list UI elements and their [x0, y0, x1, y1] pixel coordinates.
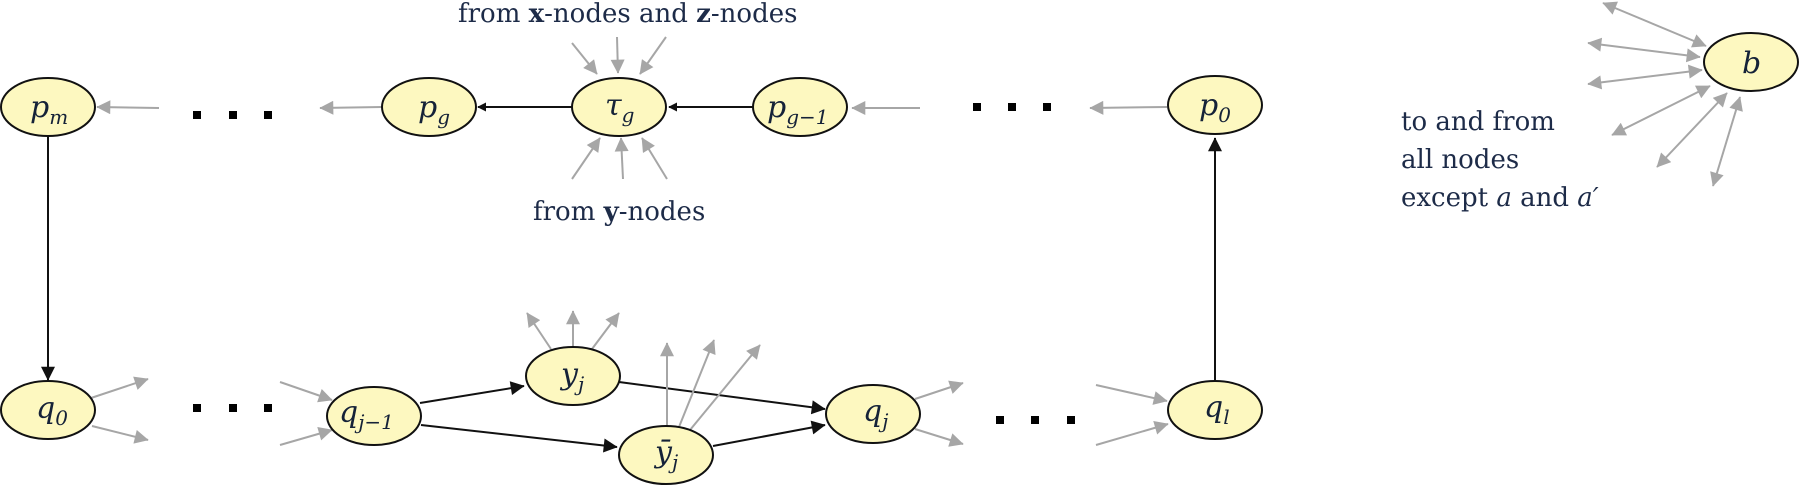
node-tau-g[interactable]: τg	[571, 77, 667, 137]
edge-into-q-j-minus-1-1	[279, 381, 333, 403]
edge-b-bidirectional-2	[1587, 37, 1701, 63]
svg-text:pm: pm	[30, 90, 68, 129]
edge-out-of-p-0	[1089, 100, 1168, 115]
edge-out-of-q-j-2	[914, 428, 964, 447]
edge-out-of-y-bar-j-2	[678, 339, 716, 428]
node-y-bar-j[interactable]: ȳj	[618, 425, 714, 485]
ellipsis-top-right	[973, 103, 1051, 111]
svg-text:qj−1: qj−1	[339, 395, 394, 434]
edge-z-node-to-tau-g-2	[639, 36, 667, 75]
edge-into-q-j-minus-1-2	[279, 426, 333, 446]
node-b[interactable]: b	[1703, 32, 1799, 92]
edge-out-of-y-j-1	[526, 312, 552, 350]
svg-text:ql: ql	[1204, 390, 1230, 429]
node-q-l[interactable]: ql	[1167, 380, 1263, 440]
svg-text:qj: qj	[863, 394, 888, 433]
edge-out-of-p-g	[319, 100, 383, 115]
node-p-g[interactable]: pg	[381, 77, 477, 137]
node-p-0[interactable]: p0	[1167, 75, 1263, 135]
edge-out-of-q-0-2	[91, 425, 149, 444]
node-q-j[interactable]: qj	[825, 384, 921, 444]
b-note-line-2: all nodes	[1401, 145, 1519, 175]
edge-b-bidirectional-1	[1602, 1, 1707, 48]
svg-text:p0: p0	[1199, 88, 1231, 127]
edge-out-of-q-0-1	[90, 376, 149, 399]
auxiliary-edges	[90, 1, 1743, 447]
edge-q-j-minus-1-to-y-bar-j	[420, 424, 618, 453]
edge-y-node-to-tau-g-1	[571, 137, 601, 180]
edge-y-node-to-tau-g-3	[641, 137, 668, 180]
svg-text:τg: τg	[605, 88, 634, 127]
ellipsis-bottom-left	[193, 404, 272, 412]
node-q-j-minus-1[interactable]: qj−1	[326, 386, 422, 446]
node-y-j[interactable]: yj	[525, 346, 621, 406]
svg-text:pg−1: pg−1	[767, 90, 829, 129]
edge-b-bidirectional-3	[1587, 64, 1703, 90]
edge-y-node-to-tau-g-2	[614, 137, 629, 180]
edge-y-j-to-q-j	[618, 381, 826, 415]
ellipsis-bottom-right	[996, 416, 1075, 424]
node-p-g-minus-1[interactable]: pg−1	[752, 77, 848, 137]
edge-b-bidirectional-6	[1710, 96, 1743, 187]
ellipsis-top-left	[193, 111, 272, 119]
edge-q-j-minus-1-to-y-j	[419, 381, 525, 404]
edge-out-of-q-j-1	[914, 380, 964, 400]
node-p-m[interactable]: pm	[0, 77, 96, 137]
edge-into-q-l-2	[1095, 421, 1169, 446]
svg-text:yj: yj	[559, 357, 584, 396]
edge-into-q-l-1	[1095, 384, 1168, 405]
svg-text:b: b	[1742, 46, 1761, 81]
svg-text:q0: q0	[36, 391, 68, 430]
b-note-line-3: except a and a′	[1401, 183, 1599, 213]
edge-out-of-y-bar-j-3	[689, 344, 761, 431]
b-note-line-1: to and from	[1401, 107, 1555, 137]
edge-z-node-to-tau-g-1	[610, 36, 625, 74]
edge-b-bidirectional-5	[1656, 92, 1728, 168]
node-q-0[interactable]: q0	[0, 380, 96, 440]
edge-out-of-y-j-3	[591, 312, 620, 350]
annotation-from-y-nodes: from y-nodes	[533, 197, 705, 227]
svg-text:pg: pg	[418, 90, 450, 129]
svg-text:ȳj: ȳj	[653, 435, 678, 474]
annotation-from-x-and-z-nodes: from x-nodes and z-nodes	[458, 0, 797, 29]
edge-into-p-m	[96, 100, 160, 115]
annotation-b-edges-note: to and from all nodes except a and a′	[1401, 107, 1599, 213]
edge-x-node-to-tau-g	[571, 42, 598, 75]
edge-y-bar-j-to-q-j	[712, 420, 826, 447]
